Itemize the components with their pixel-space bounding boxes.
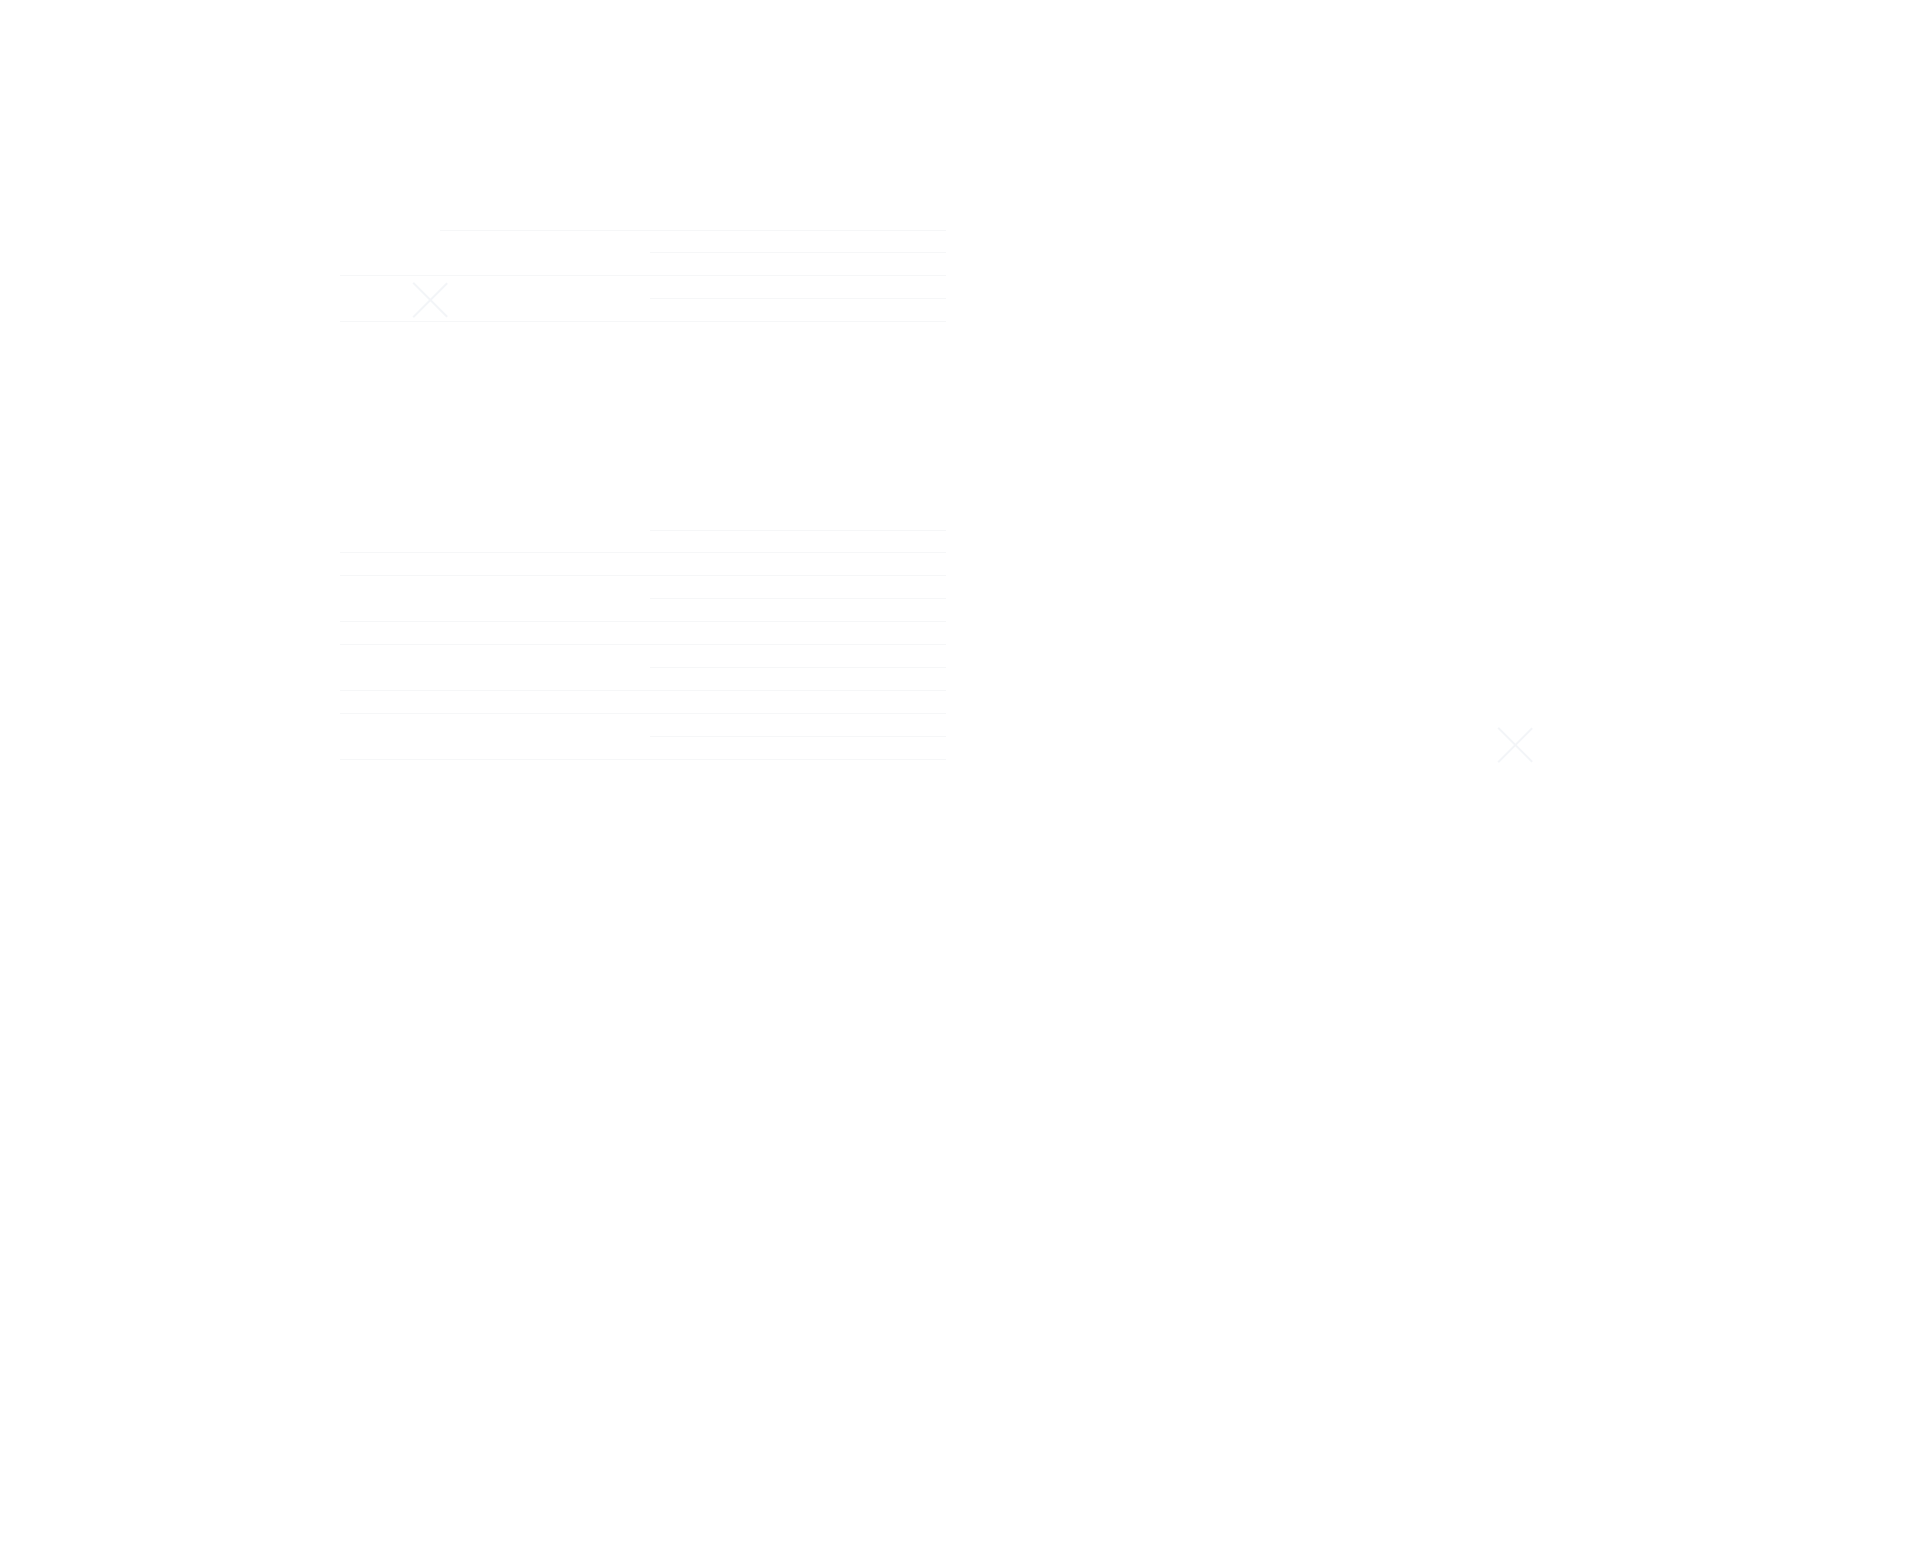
skeleton-line xyxy=(340,275,946,276)
skeleton-line xyxy=(340,713,946,714)
skeleton-panel xyxy=(340,230,946,790)
skeleton-line xyxy=(340,575,946,576)
skeleton-line xyxy=(340,644,946,645)
skeleton-line xyxy=(650,530,946,531)
skeleton-line xyxy=(340,759,946,760)
skeleton-line xyxy=(440,230,946,231)
close-icon[interactable] xyxy=(1491,721,1539,769)
skeleton-line xyxy=(340,690,946,691)
skeleton-line xyxy=(650,298,946,299)
skeleton-line xyxy=(650,598,946,599)
skeleton-line xyxy=(650,252,946,253)
skeleton-line xyxy=(650,736,946,737)
skeleton-line xyxy=(650,667,946,668)
skeleton-line xyxy=(340,621,946,622)
close-icon[interactable] xyxy=(406,276,454,324)
skeleton-line xyxy=(340,552,946,553)
skeleton-line xyxy=(340,321,946,322)
